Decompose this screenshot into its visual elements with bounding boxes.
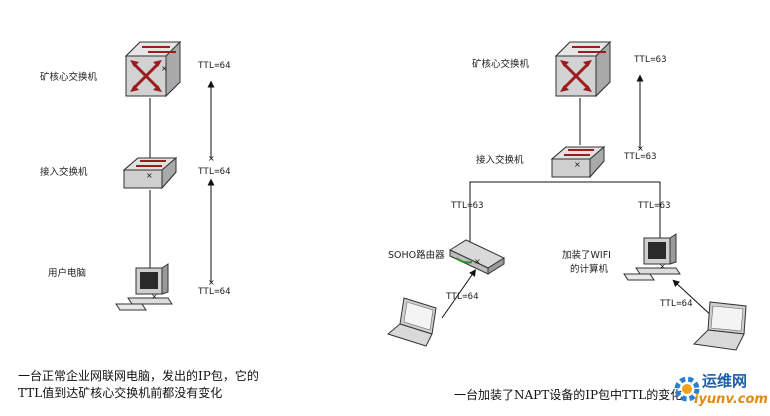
access-switch-label-right: 接入交换机 xyxy=(476,155,524,166)
ttl-label-left-mid: TTL=64 xyxy=(198,167,231,177)
svg-text:×: × xyxy=(659,262,666,271)
svg-text:×: × xyxy=(474,257,481,266)
ttl-label-laptop-left: TTL=64 xyxy=(446,292,479,302)
core-switch-label-left: 矿核心交换机 xyxy=(40,72,98,83)
laptop-icon xyxy=(386,297,437,347)
laptop-icon xyxy=(692,301,747,351)
soho-router-label: SOHO路由器 xyxy=(388,250,445,261)
ttl-arrow-left-bottom-x: × xyxy=(208,278,215,287)
wifi-pc-label-line2: 的计算机 xyxy=(570,264,609,275)
ttl-arrow-left-top-x: × xyxy=(208,154,215,163)
user-pc-label: 用户电脑 xyxy=(48,268,87,279)
caption-left-line2: TTL值到达矿核心交换机前都没有变化 xyxy=(18,386,223,400)
core-switch-label-right: 矿核心交换机 xyxy=(472,59,530,70)
ttl-label-right-left-branch: TTL=63 xyxy=(451,201,484,211)
ttl-label-right-access: TTL=63 xyxy=(624,152,657,162)
caption-left-line1: 一台正常企业网联网电脑，发出的IP包，它的 xyxy=(18,369,259,383)
svg-text:×: × xyxy=(146,171,153,180)
caption-right: 一台加装了NAPT设备的IP包中TTL的变化 xyxy=(454,388,683,402)
svg-text:×: × xyxy=(151,292,158,301)
ttl-label-laptop-right: TTL=64 xyxy=(660,299,693,309)
watermark-brand: 运维网 xyxy=(702,372,748,390)
ttl-arrow-laptop-right xyxy=(672,279,715,319)
ttl-label-left-top: TTL=64 xyxy=(198,61,231,71)
core-switch-icon xyxy=(554,40,612,98)
wifi-pc-label-line1: 加装了WIFI xyxy=(562,250,611,261)
ttl-label-right-core: TTL=63 xyxy=(634,55,667,65)
soho-router-icon: × xyxy=(448,239,506,275)
ttl-arrow-laptop-left xyxy=(441,269,476,319)
gear-icon xyxy=(674,376,700,402)
desktop-computer-icon: × xyxy=(115,263,173,311)
ttl-label-right-right-branch: TTL=63 xyxy=(638,201,671,211)
ttl-label-left-bottom: TTL=64 xyxy=(198,287,231,297)
svg-text:×: × xyxy=(574,160,581,169)
access-switch-icon: × xyxy=(550,145,606,179)
watermark-domain: iyunv.com xyxy=(694,392,768,407)
link-access-branches xyxy=(469,181,661,250)
svg-text:×: × xyxy=(161,64,168,73)
access-switch-icon: × xyxy=(122,156,178,190)
ttl-arrow-right-core-x: × xyxy=(637,144,644,153)
core-switch-icon: × xyxy=(124,40,182,98)
access-switch-label-left: 接入交换机 xyxy=(40,167,88,178)
wifi-computer-icon: × xyxy=(623,233,681,281)
watermark-logo: 运维网 iyunv.com xyxy=(672,368,768,414)
